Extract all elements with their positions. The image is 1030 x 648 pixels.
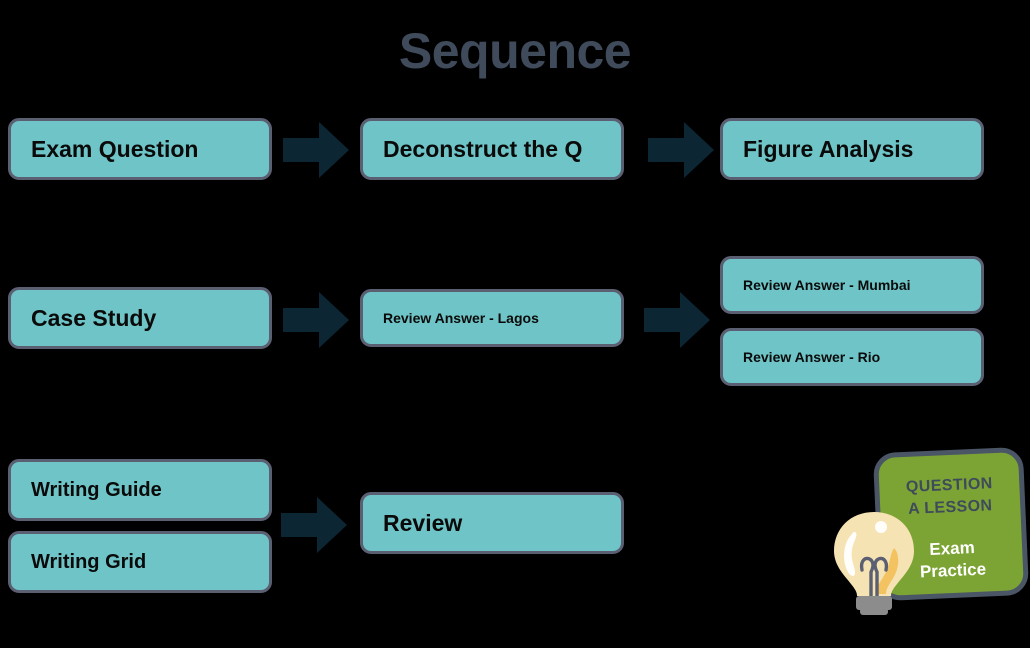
logo-line-1: QUESTION [905,475,994,496]
arrow-right-row3-1 [281,497,347,553]
arrow-right-row2-2 [644,292,710,348]
process-box-label: Writing Guide [31,478,162,501]
process-box-label: Review Answer - Lagos [383,310,539,326]
brand-logo[interactable]: QUESTION A LESSON Exam Practice [828,440,1030,620]
process-box-review-answer-lagos[interactable]: Review Answer - Lagos [360,289,624,347]
process-box-label: Figure Analysis [743,135,914,162]
process-box-label: Review Answer - Mumbai [743,277,911,293]
process-box-review-answer-rio[interactable]: Review Answer - Rio [720,328,984,386]
arrow-right-row1-2 [648,122,714,178]
process-box-deconstruct-the-q[interactable]: Deconstruct the Q [360,118,624,180]
process-box-review-answer-mumbai[interactable]: Review Answer - Mumbai [720,256,984,314]
arrow-right-row1-1 [283,122,349,178]
process-box-label: Review Answer - Rio [743,349,881,365]
lightbulb-icon [834,512,914,615]
process-box-label: Review [383,509,463,536]
process-box-exam-question[interactable]: Exam Question [8,118,272,180]
process-box-figure-analysis[interactable]: Figure Analysis [720,118,984,180]
process-box-label: Case Study [31,304,157,331]
page-title: Sequence [398,23,632,79]
process-box-label: Writing Grid [31,550,147,573]
process-box-label: Exam Question [31,135,199,162]
arrow-right-row2-1 [283,292,349,348]
process-box-writing-guide[interactable]: Writing Guide [8,459,272,521]
process-box-label: Deconstruct the Q [383,135,583,162]
process-box-case-study[interactable]: Case Study [8,287,272,349]
process-box-writing-grid[interactable]: Writing Grid [8,531,272,593]
process-box-review[interactable]: Review [360,492,624,554]
